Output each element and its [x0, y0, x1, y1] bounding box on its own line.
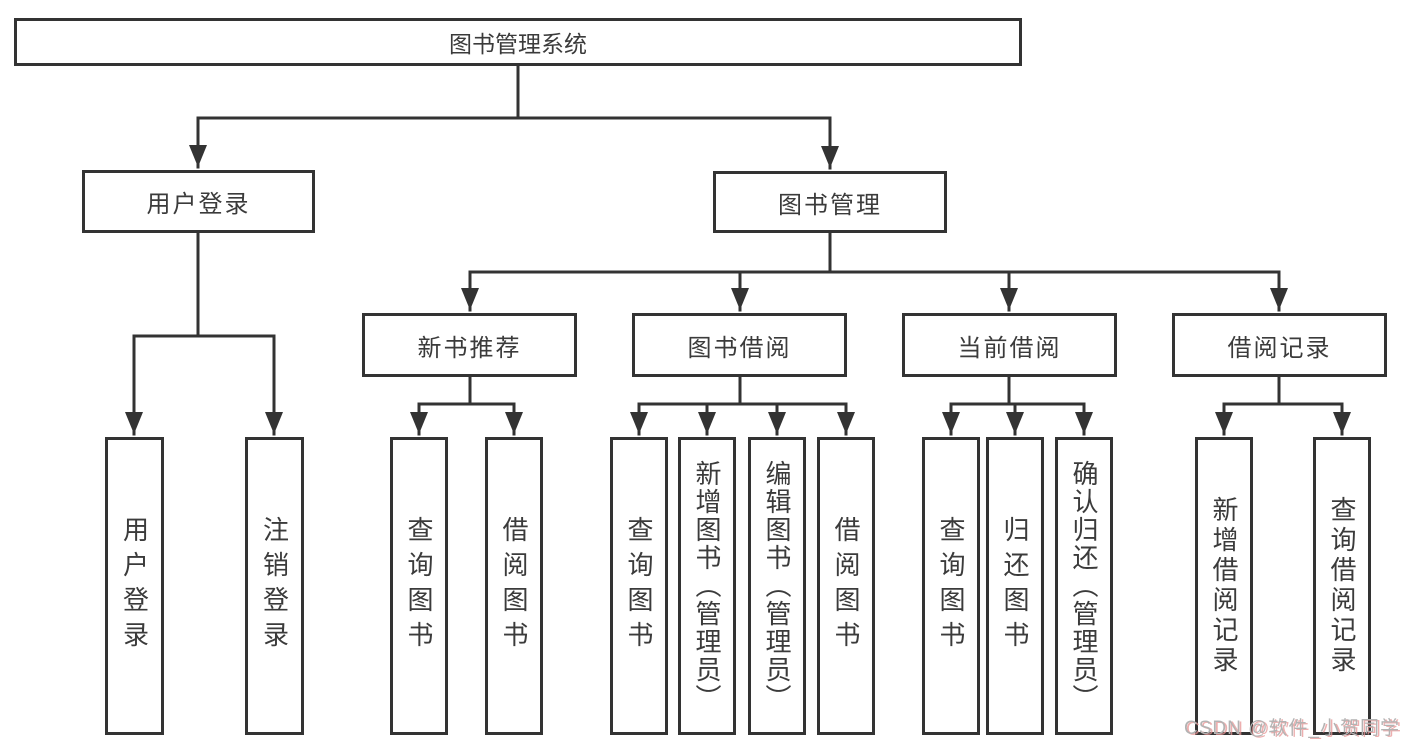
node-book-management-label: 图书管理	[778, 191, 882, 219]
leaf-user-login-label: 用户登录	[119, 516, 150, 656]
node-root-system: 图书管理系统	[14, 18, 1022, 66]
leaf-br-query-record-label: 查询借阅记录	[1327, 496, 1357, 676]
leaf-nb-query-book: 查询图书	[390, 437, 448, 735]
node-new-book-recommend: 新书推荐	[362, 313, 577, 377]
node-book-management: 图书管理	[713, 171, 947, 233]
leaf-logout-login-label: 注销登录	[259, 516, 290, 656]
leaf-nb-query-book-label: 查询图书	[404, 516, 434, 656]
leaf-cb-confirm-return-admin-label: 确认归还（管理员）	[1069, 460, 1099, 712]
leaf-bb-edit-book-admin-label: 编辑图书（管理员）	[762, 460, 792, 712]
leaf-cb-query-book: 查询图书	[922, 437, 980, 735]
leaf-br-add-record-label: 新增借阅记录	[1209, 496, 1239, 676]
leaf-cb-confirm-return-admin: 确认归还（管理员）	[1055, 437, 1113, 735]
node-book-borrow: 图书借阅	[632, 313, 847, 377]
node-borrow-records: 借阅记录	[1172, 313, 1387, 377]
csdn-watermark: CSDN @软件_小贺同学	[1184, 718, 1400, 739]
leaf-br-add-record: 新增借阅记录	[1195, 437, 1253, 735]
node-current-borrow-label: 当前借阅	[957, 334, 1062, 362]
leaf-br-query-record: 查询借阅记录	[1313, 437, 1371, 735]
node-user-login: 用户登录	[82, 170, 315, 233]
leaf-bb-add-book-admin-label: 新增图书（管理员）	[692, 460, 722, 712]
node-book-borrow-label: 图书借阅	[687, 334, 792, 362]
leaf-bb-query-book-label: 查询图书	[624, 516, 654, 656]
leaf-nb-borrow-book: 借阅图书	[485, 437, 543, 735]
leaf-cb-return-book-label: 归还图书	[1000, 516, 1030, 656]
leaf-cb-query-book-label: 查询图书	[936, 516, 966, 656]
leaf-cb-return-book: 归还图书	[986, 437, 1044, 735]
node-new-book-recommend-label: 新书推荐	[417, 334, 522, 362]
leaf-bb-add-book-admin: 新增图书（管理员）	[678, 437, 736, 735]
leaf-user-login: 用户登录	[105, 437, 164, 735]
leaf-nb-borrow-book-label: 借阅图书	[499, 516, 529, 656]
node-user-login-label: 用户登录	[146, 191, 251, 218]
leaf-bb-edit-book-admin: 编辑图书（管理员）	[748, 437, 806, 735]
leaf-logout-login: 注销登录	[245, 437, 304, 735]
node-current-borrow: 当前借阅	[902, 313, 1117, 377]
leaf-bb-query-book: 查询图书	[610, 437, 668, 735]
node-borrow-records-label: 借阅记录	[1227, 334, 1332, 362]
leaf-bb-borrow-book-label: 借阅图书	[831, 516, 861, 656]
leaf-bb-borrow-book: 借阅图书	[817, 437, 875, 735]
node-root-label: 图书管理系统	[449, 31, 587, 57]
